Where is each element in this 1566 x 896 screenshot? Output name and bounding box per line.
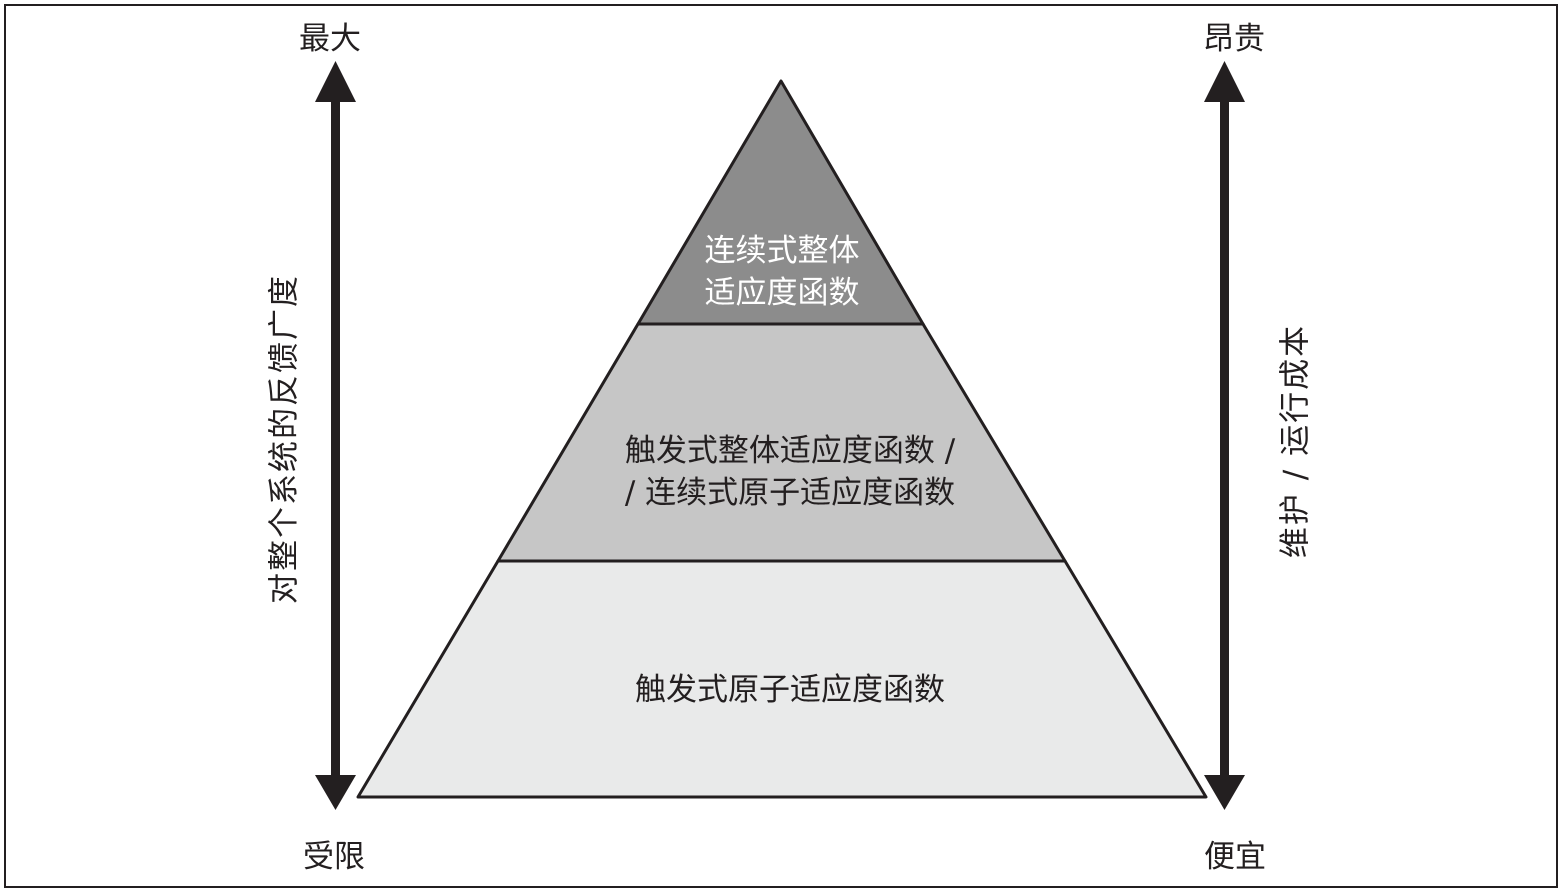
pyramid-bottom-line1: 触发式原子适应度函数 [635,672,945,708]
pyramid-middle-text: 触发式整体适应度函数 / / 连续式原子适应度函数 [490,430,1090,514]
left-axis-bottom-label: 受限 [303,839,365,875]
pyramid-top-layer [636,79,925,326]
right-axis-bottom-label: 便宜 [1204,839,1266,875]
pyramid-top-line1: 连续式整体 [704,233,860,269]
left-axis-top-label: 最大 [299,21,361,57]
pyramid-top-text: 连续式整体 适应度函数 [482,230,1082,314]
right-axis-arrow [1204,61,1245,810]
left-axis-title: 对整个系统的反馈广度 [266,274,303,604]
left-axis-arrow [315,61,356,810]
diagram-frame [4,4,1558,888]
pyramid-bottom-text: 触发式原子适应度函数 [490,669,1090,711]
pyramid-top-line2: 适应度函数 [704,275,860,311]
pyramid-middle-line2: / 连续式原子适应度函数 [624,475,956,511]
right-axis-top-label: 昂贵 [1203,21,1265,57]
pyramid-middle-line1: 触发式整体适应度函数 / [624,433,956,469]
right-axis-title: 维护 / 运行成本 [1277,323,1314,559]
